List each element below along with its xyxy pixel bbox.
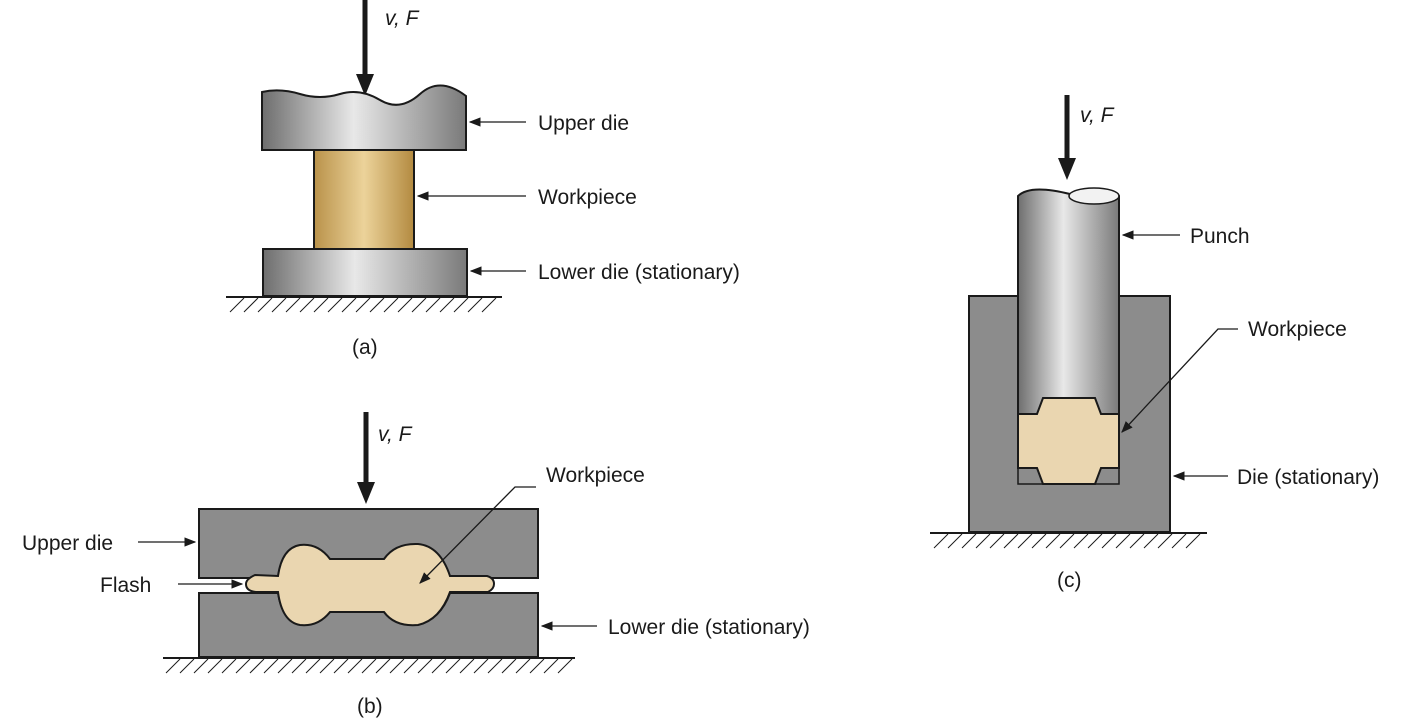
punch-label: Punch	[1190, 225, 1250, 248]
caption-b: (b)	[357, 695, 383, 718]
punch-top-face	[1068, 187, 1120, 205]
force-arrow-head	[357, 482, 375, 504]
force-arrow-head	[356, 74, 374, 96]
lower-die	[262, 248, 468, 297]
workpiece-leader	[1121, 328, 1238, 433]
caption-c: (c)	[1057, 569, 1082, 592]
upper-die-label: Upper die	[538, 112, 629, 135]
workpiece-label: Workpiece	[546, 464, 645, 487]
lower-die-label: Lower die (stationary)	[538, 261, 740, 284]
force-label: v, F	[385, 7, 420, 30]
ground-hatch	[165, 658, 573, 674]
force-label: v, F	[1080, 104, 1115, 127]
upper-die	[261, 84, 467, 151]
workpiece	[313, 149, 415, 250]
ground-hatch	[933, 533, 1201, 549]
panel-a: v, F Upper die Workpiece Lower die (stat…	[226, 0, 740, 359]
workpiece-label: Workpiece	[538, 186, 637, 209]
die-label: Die (stationary)	[1237, 466, 1379, 489]
force-arrow-head	[1058, 158, 1076, 180]
panel-b: v, F Workpiece Upper die	[22, 412, 810, 718]
ground-hatch	[229, 297, 497, 313]
force-label: v, F	[378, 423, 413, 446]
punch	[1017, 188, 1120, 415]
workpiece	[1017, 397, 1120, 485]
workpiece-leader	[419, 486, 536, 584]
panel-c: v, F Punch Workpiece Die (statio	[930, 95, 1379, 592]
workpiece-label: Workpiece	[1248, 318, 1347, 341]
flash-label: Flash	[100, 574, 151, 597]
upper-die-label: Upper die	[22, 532, 113, 555]
workpiece	[244, 542, 496, 627]
caption-a: (a)	[352, 336, 378, 359]
lower-die-label: Lower die (stationary)	[608, 616, 810, 639]
